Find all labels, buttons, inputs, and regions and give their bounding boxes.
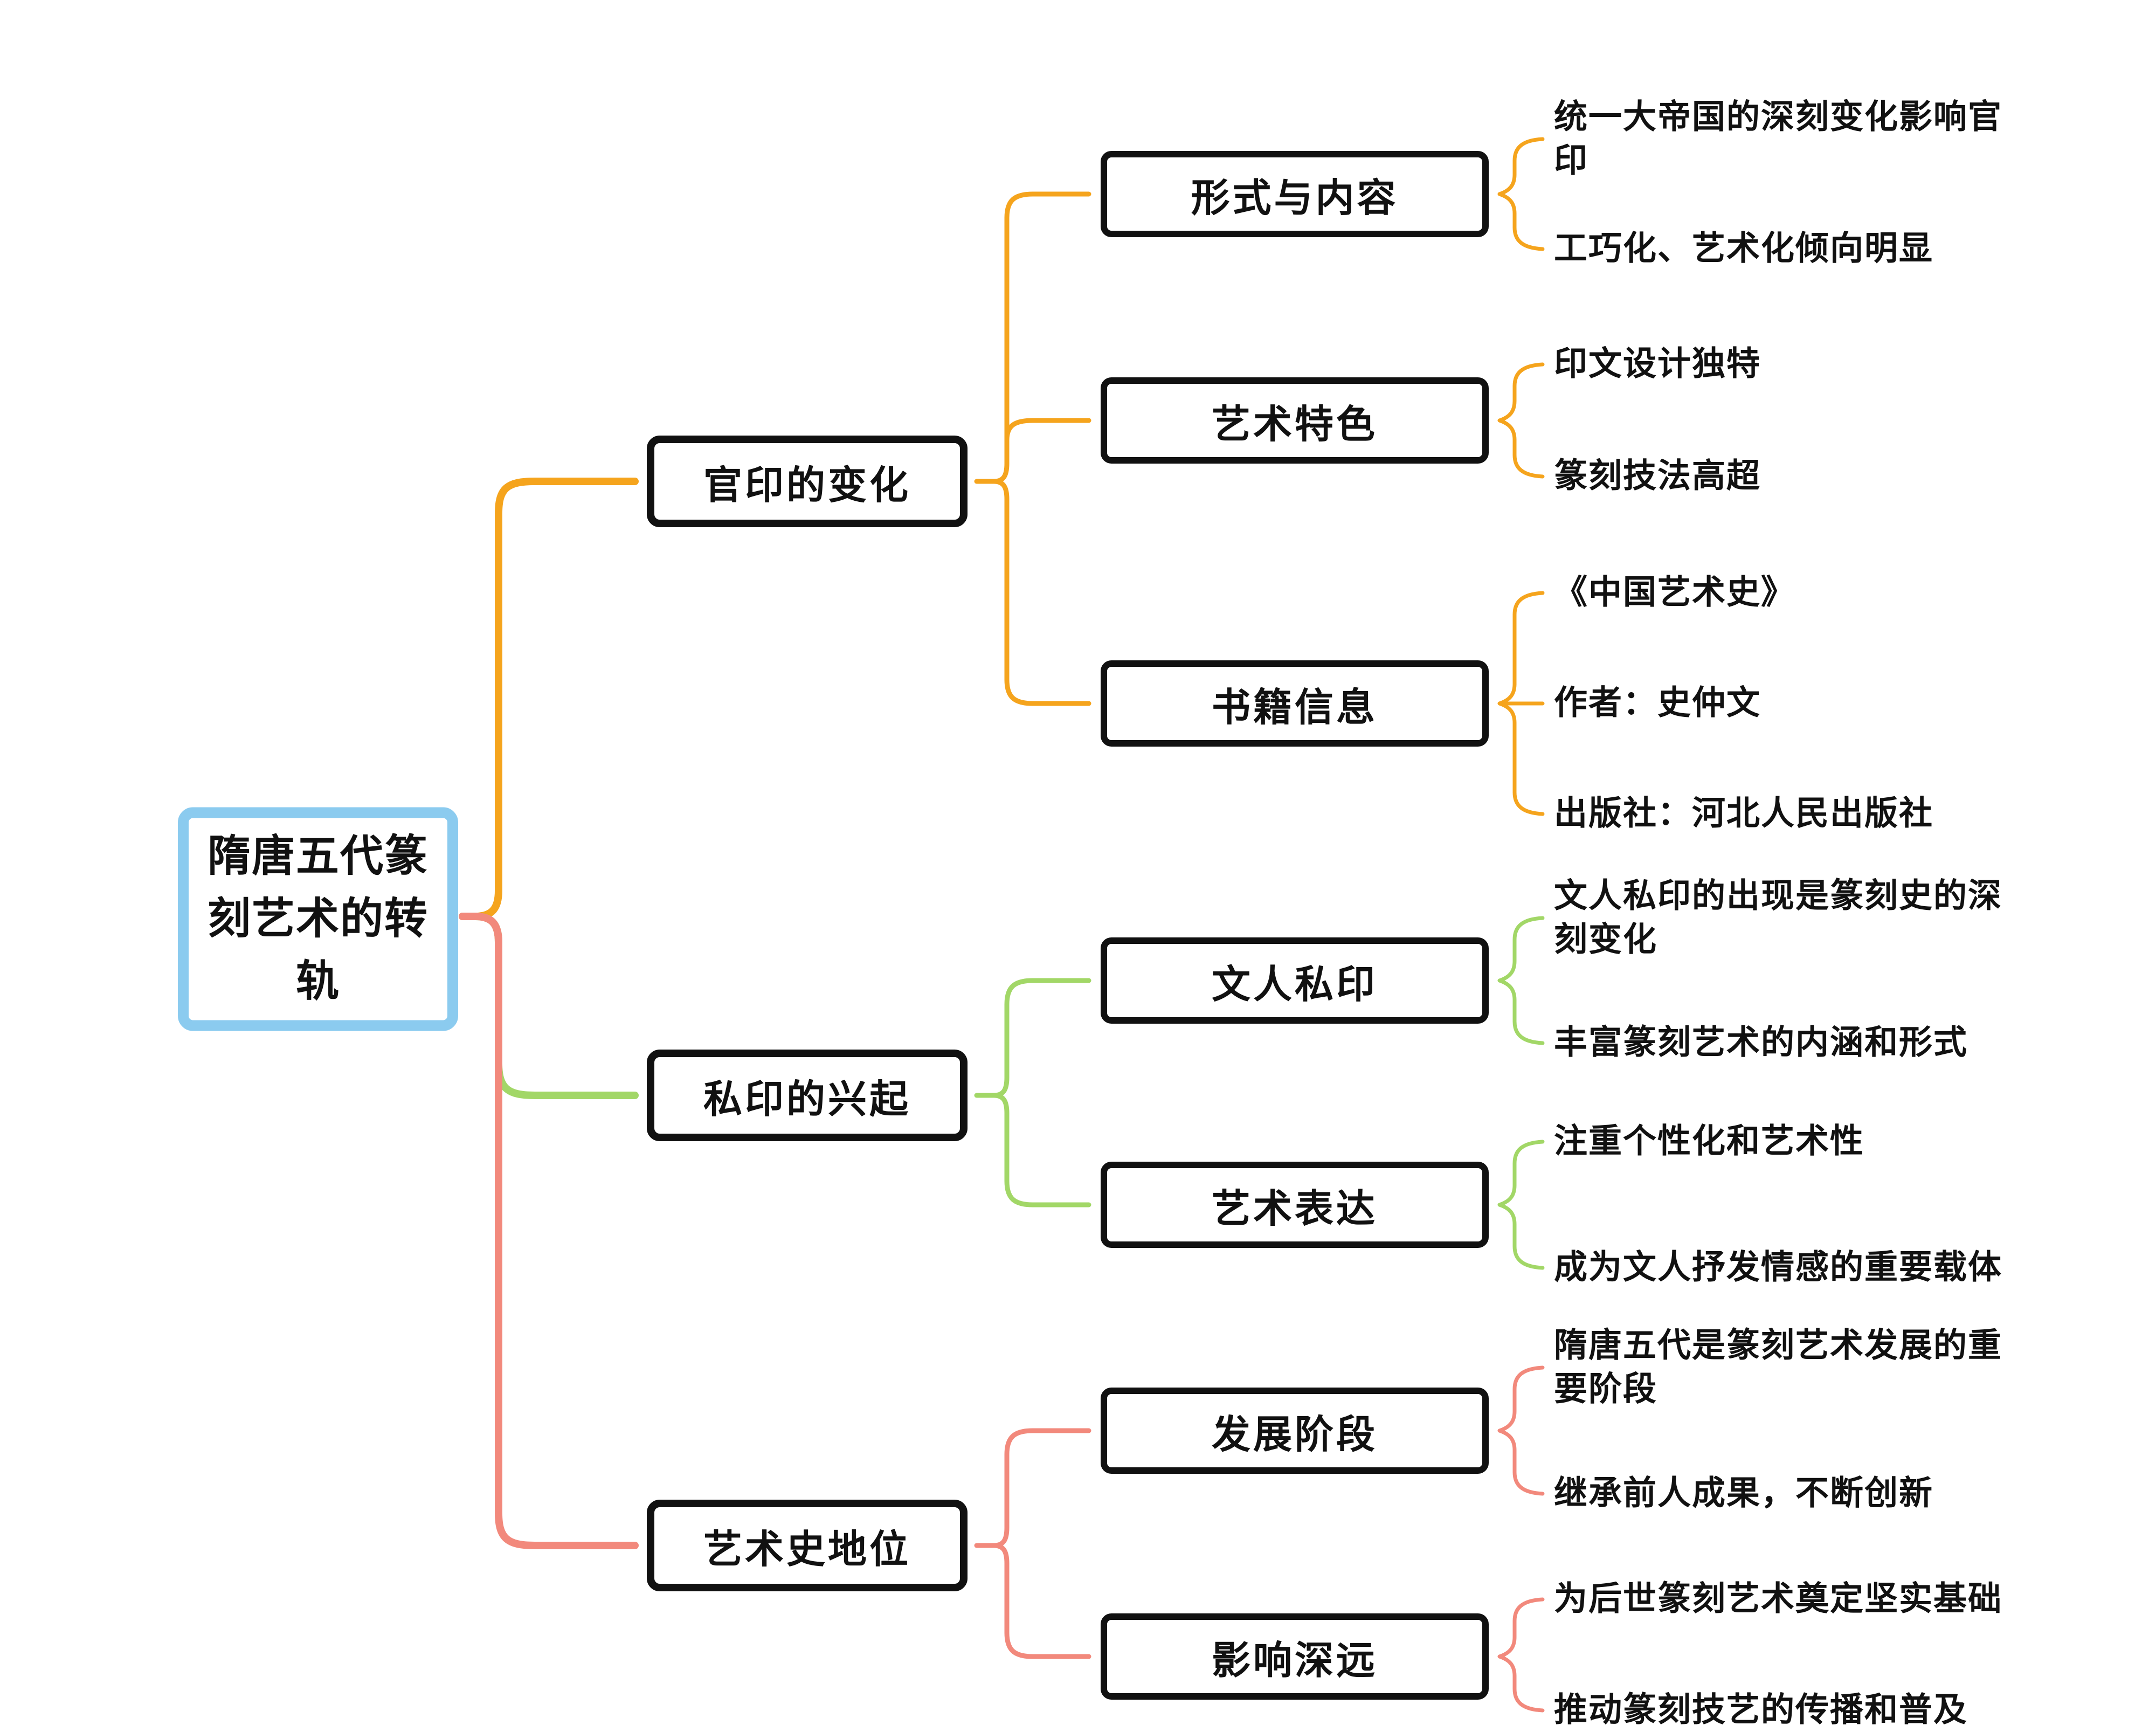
leaf-superb-technique[interactable]: 篆刻技法高超 [1554, 458, 1761, 495]
leaf-spread-popularize[interactable]: 推动篆刻技艺的传播和普及 [1554, 1692, 1968, 1729]
brace-expression [1497, 1140, 1545, 1270]
connector-private-expression [991, 1093, 1091, 1207]
connector-history-influence [991, 1543, 1091, 1659]
sub-node-development-stage[interactable]: 发展阶段 [1101, 1388, 1489, 1474]
connector-official-art-features [1004, 418, 1091, 443]
connector-root-official-seals [459, 478, 639, 920]
sub-node-form-content[interactable]: 形式与内容 [1101, 151, 1489, 237]
root-node[interactable]: 隋唐五代篆刻艺术的转轨 [178, 807, 458, 1031]
brace-development [1497, 1365, 1545, 1496]
leaf-solid-foundation[interactable]: 为后世篆刻艺术奠定坚实基础 [1554, 1581, 2003, 1618]
leaf-emotional-carrier[interactable]: 成为文人抒发情感的重要载体 [1554, 1249, 2003, 1286]
leaf-individuality-artistry[interactable]: 注重个性化和艺术性 [1554, 1123, 1865, 1160]
connector-official-book-info [991, 479, 1091, 706]
sub-node-far-reaching-influence[interactable]: 影响深远 [1101, 1613, 1489, 1700]
sub-node-art-features[interactable]: 艺术特色 [1101, 377, 1489, 464]
brace-book-info [1497, 591, 1545, 816]
brace-form-content [1497, 137, 1545, 251]
leaf-important-stage[interactable]: 隋唐五代是篆刻艺术发展的重要阶段 [1554, 1327, 2003, 1407]
brace-influence [1497, 1597, 1545, 1713]
connector-root-private-seals [459, 913, 639, 1099]
sub-node-art-expression[interactable]: 艺术表达 [1101, 1162, 1489, 1248]
brace-literati [1497, 916, 1545, 1045]
branch-node-art-history[interactable]: 艺术史地位 [647, 1500, 968, 1591]
leaf-inherit-innovate[interactable]: 继承前人成果，不断创新 [1554, 1475, 1934, 1512]
leaf-literati-seal-change[interactable]: 文人私印的出现是篆刻史的深刻变化 [1554, 878, 2003, 958]
branch-node-official-seals[interactable]: 官印的变化 [647, 436, 968, 527]
leaf-enrich-connotation[interactable]: 丰富篆刻艺术的内涵和形式 [1554, 1024, 1968, 1061]
connector-history-development [991, 1428, 1091, 1548]
leaf-book-publisher[interactable]: 出版社：河北人民出版社 [1554, 795, 1934, 832]
leaf-book-title[interactable]: 《中国艺术史》 [1554, 574, 1796, 611]
connector-official-form-content [991, 191, 1091, 484]
branch-node-private-seals[interactable]: 私印的兴起 [647, 1050, 968, 1141]
leaf-book-author[interactable]: 作者：史仲文 [1554, 685, 1761, 722]
leaf-unified-empire[interactable]: 统一大帝国的深刻变化影响官印 [1554, 99, 2003, 179]
sub-node-book-info[interactable]: 书籍信息 [1101, 660, 1489, 747]
leaf-craft-artistic-tendency[interactable]: 工巧化、艺术化倾向明显 [1554, 230, 1934, 267]
connector-private-literati [991, 978, 1091, 1098]
leaf-unique-seal-design[interactable]: 印文设计独特 [1554, 346, 1761, 383]
brace-art-features [1497, 362, 1545, 479]
sub-node-literati-seals[interactable]: 文人私印 [1101, 937, 1489, 1024]
connector-root-art-history [459, 913, 639, 1549]
